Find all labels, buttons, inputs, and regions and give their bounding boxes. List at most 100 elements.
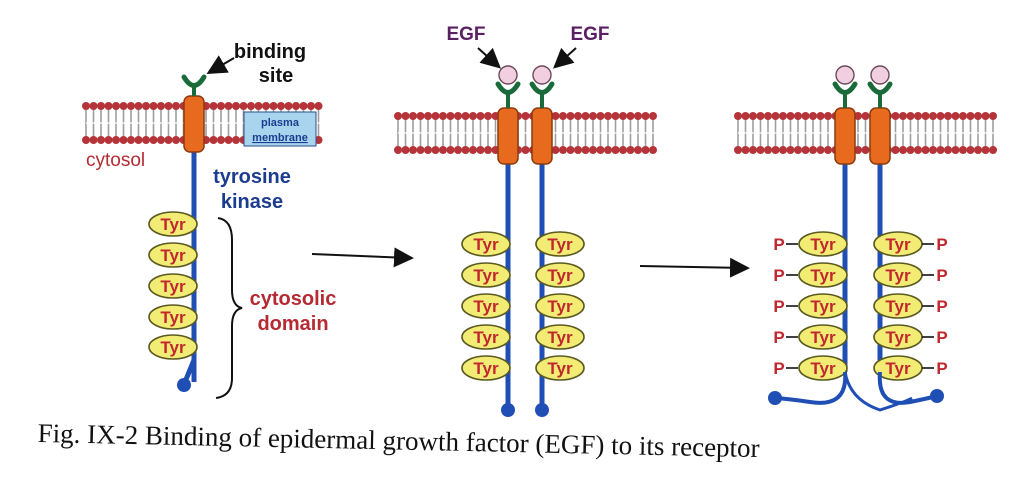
tyr-ellipse <box>148 304 198 330</box>
tyr-residue: Tyr <box>873 324 923 350</box>
lipid-head <box>914 146 922 154</box>
lipid-head <box>431 146 440 154</box>
lipid-head <box>439 112 447 120</box>
tyr-ellipse <box>148 242 198 268</box>
transition-arrow-2 <box>639 257 750 278</box>
lipid-head <box>626 146 635 154</box>
tyr-ellipse <box>148 211 198 237</box>
lipid-head <box>734 146 742 154</box>
tyr-residue: Tyr <box>461 324 511 350</box>
tyr-residue: Tyr <box>148 334 198 360</box>
lipid-head <box>89 136 98 144</box>
lipid-head <box>299 102 308 110</box>
tyr-ellipse <box>461 293 511 319</box>
tyr-label: Tyr <box>160 246 186 265</box>
tyr-label: Tyr <box>810 297 836 316</box>
lipid-head <box>551 146 560 154</box>
crossed-tail-right <box>877 371 938 405</box>
tyr-residue: Tyr <box>798 231 848 257</box>
tyr-label: Tyr <box>885 359 911 378</box>
tyr-ellipse <box>148 334 198 360</box>
lipid-head <box>936 112 945 120</box>
receptor-cytosolic-chain <box>182 359 197 383</box>
crossed-tail-bridge <box>843 371 913 412</box>
lipid-head <box>134 102 143 110</box>
lipid-head <box>611 146 620 154</box>
lipid-head <box>401 112 410 120</box>
lipid-head <box>172 102 180 110</box>
tyr-label: Tyr <box>810 359 836 378</box>
lipid-head <box>82 102 90 110</box>
lipid-head <box>119 102 128 110</box>
egf-ligand <box>870 65 890 85</box>
tyr-ellipse <box>535 231 585 257</box>
lipid-head <box>581 146 590 154</box>
lipid-head <box>944 146 952 154</box>
transition-arrow-1 <box>311 247 414 268</box>
lipid-head <box>801 112 810 120</box>
tyr-residue: Tyr <box>873 293 923 319</box>
plasma-membrane-label: membrane <box>252 132 308 144</box>
receptor-terminus <box>768 391 782 405</box>
lipid-head <box>794 146 802 154</box>
lipid-head <box>424 112 432 120</box>
tyr-label: Tyr <box>547 235 573 254</box>
lipid-head <box>581 112 590 120</box>
lipid-head <box>641 146 650 154</box>
phosphate-label: P <box>773 297 784 316</box>
lipid-head <box>596 146 605 154</box>
lipid-head <box>142 136 150 144</box>
cytosolic-domain-label: cytosolic <box>250 288 337 310</box>
lipid-head <box>172 136 180 144</box>
lipid-head <box>929 146 937 154</box>
tyr-ellipse <box>535 324 585 350</box>
lipid-head <box>431 112 440 120</box>
tyr-residue: Tyr <box>798 293 848 319</box>
lipid-head <box>589 146 597 154</box>
lipid-head <box>446 146 455 154</box>
lipid-head <box>854 146 862 154</box>
lipid-head <box>142 102 150 110</box>
lipid-head <box>891 112 900 120</box>
lipid-head <box>89 102 98 110</box>
lipid-head <box>741 146 750 154</box>
tyr-residue: Tyr <box>873 355 923 381</box>
lipid-head <box>921 146 930 154</box>
tyr-residue: Tyr <box>148 273 198 299</box>
tyr-label: Tyr <box>885 328 911 347</box>
lipid-head <box>604 112 612 120</box>
tyr-label: Tyr <box>473 266 499 285</box>
tyr-residue: Tyr <box>461 231 511 257</box>
lipid-head <box>461 112 470 120</box>
tyr-ellipse <box>798 231 848 257</box>
lipid-head <box>899 146 907 154</box>
lipid-head <box>97 102 105 110</box>
lipid-bilayer <box>394 112 660 154</box>
lipid-head <box>112 136 120 144</box>
lipid-head <box>416 146 425 154</box>
lipid-head <box>741 112 750 120</box>
tyr-ellipse <box>461 231 511 257</box>
lipid-head <box>921 112 930 120</box>
lipid-head <box>891 146 900 154</box>
lipid-head <box>906 112 915 120</box>
lipid-head <box>484 146 492 154</box>
lipid-head <box>959 112 967 120</box>
receptor-transmembrane <box>834 107 856 165</box>
lipid-head <box>461 146 470 154</box>
lipid-head <box>779 112 787 120</box>
crossed-tail-left <box>774 371 848 405</box>
receptor-transmembrane <box>531 107 553 165</box>
tyr-label: Tyr <box>810 328 836 347</box>
lipid-head <box>596 112 605 120</box>
tyr-label: Tyr <box>810 235 836 254</box>
tyr-residue: Tyr <box>461 355 511 381</box>
lipid-head <box>469 112 477 120</box>
lipid-head <box>794 112 802 120</box>
lipid-head <box>209 136 218 144</box>
tyr-residue: Tyr <box>873 231 923 257</box>
tyr-ellipse <box>461 355 511 381</box>
